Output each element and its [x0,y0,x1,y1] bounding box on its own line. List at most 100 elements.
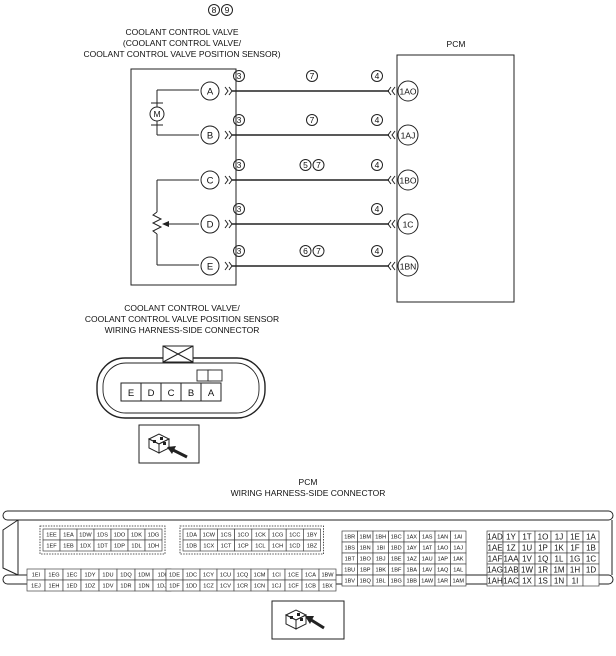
pcm-pin-label: 1BR [344,535,355,541]
pcm-pin-label: 1F [570,543,579,552]
pcm-pin-label: 1CP [238,544,249,550]
pcm-pin-label: 1DF [169,584,180,590]
connector2-title-line: PCM [299,477,318,487]
pcm-pin-label: 1CS [221,533,232,539]
connector-pin-label: E [128,388,134,399]
pcm-pin-cell [582,574,600,587]
pcm-pin-label: 1DD [186,584,197,590]
pcm-pin-label: 1BE [391,557,402,563]
pcm-pin-label: 1CQ [237,573,249,579]
terminal-pin-label: A [207,87,214,98]
pcm-pin-label: 1BA [406,568,417,574]
pcm-pin-label: 1CO [237,533,249,539]
pcm-pin-label: 1DB [186,544,197,550]
pcm-pin-label: 1AQ [437,568,449,574]
pcm-pin-label: 1BY [307,533,318,539]
pcm-pin-label: 1DV [103,584,114,590]
pcm-pin-label: 1AK [453,557,464,563]
pcm-pin-label: 1Z [506,543,515,552]
pcm-pin-label: 1V [522,554,532,563]
pcm-pin-label: 1AT [422,546,432,552]
pcm-pin-label: 1B [586,543,596,552]
pcm-pin-label: 1BI [377,546,386,552]
circled-number: 9 [225,5,230,15]
pcm-pin-label: 1P [538,543,548,552]
pcm-pin-label: 1AD [487,532,503,541]
pcm-pin-label: 1CA [305,573,316,579]
pcm-pin-cell [144,539,163,552]
pcm-pin-label: 1AH [487,576,503,585]
terminal-circle [200,256,220,276]
pcm-pin-label: 1H [570,565,580,574]
pcm-pin-label: 1EA [63,533,74,539]
device-title-line: COOLANT CONTROL VALVE POSITION SENSOR) [83,49,280,59]
pcm-pin-label: 1W [521,565,533,574]
pcm-pin-label: 1AL [453,568,463,574]
pcm-pin-label: 1CL [255,544,265,550]
pcm-pin-label: 1AE [487,543,502,552]
pcm-pin-label: 1AI [454,535,463,541]
terminal-pin-label: D [207,220,214,231]
pcm-pin-label: 1BO [360,557,372,563]
pcm-pin-label: 1BP [360,568,371,574]
pcm-pin-label: 1BV [344,579,355,585]
pcm-pin-label: 1BC [391,535,402,541]
pcm-label: PCM [447,39,466,49]
pcm-pin-label: 1CE [288,573,299,579]
pcm-pin-cell [318,579,337,592]
pcm-pin-label: 1D [586,565,596,574]
pcm-pin-label: 1AG [487,565,503,574]
pcm-pin-label: 1BB [406,579,417,585]
pcm-pin-label: 1BW [321,573,334,579]
circled-number: 7 [310,115,315,125]
pcm-pin-label: 1DW [79,533,92,539]
device-title-line: (COOLANT CONTROL VALVE/ [123,38,242,48]
pcm-pin-label: 1E [570,532,580,541]
pcm-pin-label: 1CJ [272,584,282,590]
pcm-pin-label: 1CB [305,584,316,590]
pcm-pin-label: 1DY [85,573,96,579]
pcm-pin-label: 1AP [437,557,448,563]
connector1-title-line: COOLANT CONTROL VALVE/ [124,303,240,313]
pcm-pin-label: 1CK [255,533,266,539]
coolant-control-valve-box [130,68,237,286]
valve-connector-face [96,345,266,419]
pcm-pin-label: 1BN [360,546,371,552]
pcm-terminal-label: 1AO [399,86,416,96]
pcm-pin-label: 1AJ [453,546,463,552]
pcm-pin-label: 1AS [422,535,433,541]
pcm-pin-label: 1DR [120,584,131,590]
pcm-terminal-circle [397,80,419,102]
pcm-pin-label: 1U [522,543,532,552]
pcm-pin-label: 1EF [46,544,57,550]
pcm-pin-label: 1BD [391,546,402,552]
pcm-pin-label: 1EH [49,584,60,590]
pcm-pin-label: 1DM [138,573,150,579]
pcm-pin-label: 1DI [158,573,167,579]
pcm-pin-label: 1BJ [376,557,386,563]
pcm-pin-label: 1CD [289,544,300,550]
pcm-pin-label: 1EC [67,573,78,579]
pcm-terminal-circle [397,213,419,235]
pcm-pin-label: 1DZ [85,584,96,590]
pcm-pin-label: 1Q [538,554,549,563]
pcm-pin-label: 1DP [114,544,125,550]
connector1-title-line: COOLANT CONTROL VALVE POSITION SENSOR [85,314,279,324]
pcm-pin-label: 1AR [437,579,448,585]
pcm-pin-label: 1R [538,565,548,574]
pcm-pin-label: 1AF [488,554,503,563]
circled-number: 6 [303,246,308,256]
terminal-circle [200,125,220,145]
circled-number: 4 [375,246,380,256]
circled-number: 3 [237,160,242,170]
pcm-pin-cell [303,539,321,552]
terminal-pin-label: E [207,262,213,273]
connector-pin-label: C [168,388,175,399]
pcm-pin-label: 1DK [131,533,142,539]
pcm-pin-label: 1O [538,532,549,541]
